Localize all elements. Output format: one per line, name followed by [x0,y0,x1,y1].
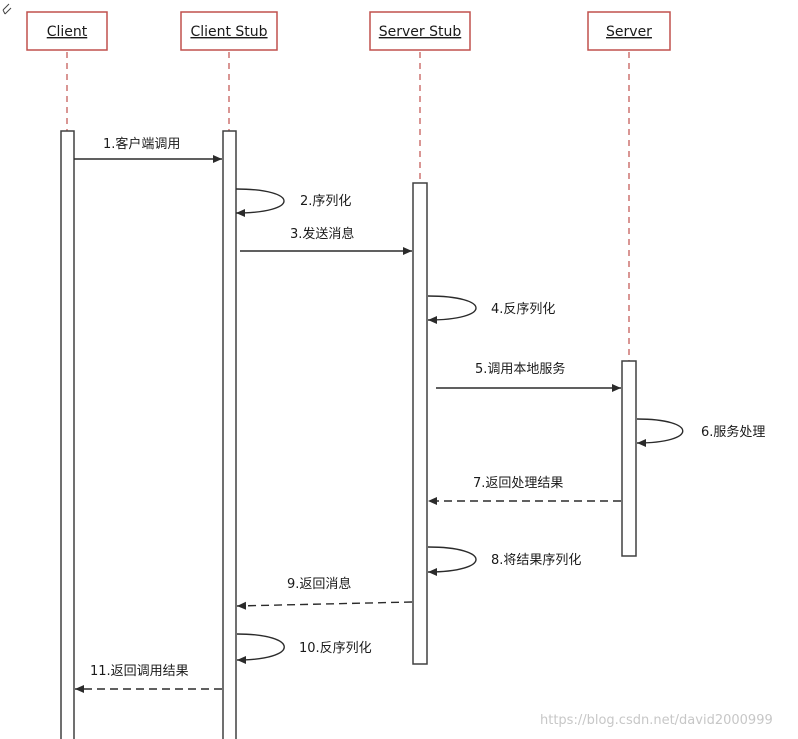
message-8-label: 8.将结果序列化 [491,553,581,568]
message-2-label: 2.序列化 [300,194,351,209]
message-10-arrow [236,633,285,664]
message-3-label: 3.发送消息 [290,226,354,242]
message-11-label: 11.返回调用结果 [90,664,189,679]
message-2-arrow [235,188,285,217]
actor-server-stub: Server Stub [369,11,471,51]
actor-server-stub-label: Server Stub [379,24,462,40]
actor-client-stub-label: Client Stub [190,24,267,40]
watermark: https://blog.csdn.net/david2000999 [540,713,773,728]
message-4-label: 4.反序列化 [491,302,555,317]
message-9-arrow [236,601,413,610]
activation-client-stub [222,130,237,739]
message-1-label: 1.客户端调用 [103,136,180,152]
message-6-arrow [636,418,684,447]
activation-server [621,360,637,557]
message-6-label: 6.服务处理 [701,424,765,440]
actor-client-label: Client [47,24,88,40]
message-9-label: 9.返回消息 [287,576,351,592]
actor-client-stub: Client Stub [180,11,278,51]
message-8-arrow [427,546,477,576]
activation-client [60,130,75,739]
message-10-label: 10.反序列化 [299,641,372,656]
actor-server: Server [587,11,671,51]
activation-server-stub [412,182,428,665]
actor-server-label: Server [606,24,652,40]
corner-pencil-icon [2,3,12,15]
message-7-label: 7.返回处理结果 [473,476,563,491]
message-5-label: 5.调用本地服务 [475,361,565,377]
actor-client: Client [26,11,108,51]
message-4-arrow [427,295,477,324]
